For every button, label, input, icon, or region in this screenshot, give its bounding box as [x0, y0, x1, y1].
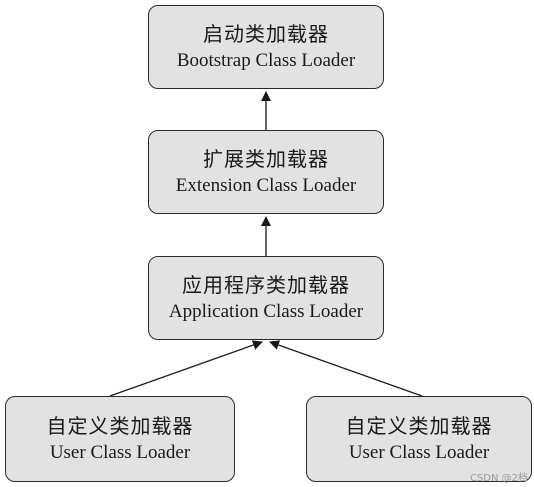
edge-user-left-to-application: [109, 340, 263, 397]
node-label-cn: 启动类加载器: [203, 21, 329, 46]
node-extension-class-loader: 扩展类加载器 Extension Class Loader: [148, 130, 384, 214]
node-user-class-loader-right: 自定义类加载器 User Class Loader: [306, 396, 532, 482]
node-label-en: Extension Class Loader: [175, 174, 357, 196]
node-label-en: User Class Loader: [348, 441, 490, 463]
node-label-en: User Class Loader: [49, 441, 191, 463]
node-label-cn: 扩展类加载器: [203, 146, 329, 171]
node-label-en: Bootstrap Class Loader: [176, 49, 356, 71]
node-bootstrap-class-loader: 启动类加载器 Bootstrap Class Loader: [148, 5, 384, 89]
watermark: CSDN @2档: [469, 473, 528, 484]
node-label-cn: 应用程序类加载器: [182, 272, 350, 297]
edge-user-right-to-application: [269, 340, 423, 397]
node-user-class-loader-left: 自定义类加载器 User Class Loader: [5, 396, 235, 482]
node-label-en: Application Class Loader: [168, 300, 364, 322]
node-label-cn: 自定义类加载器: [46, 413, 194, 438]
node-application-class-loader: 应用程序类加载器 Application Class Loader: [148, 256, 384, 340]
node-label-cn: 自定义类加载器: [345, 413, 493, 438]
